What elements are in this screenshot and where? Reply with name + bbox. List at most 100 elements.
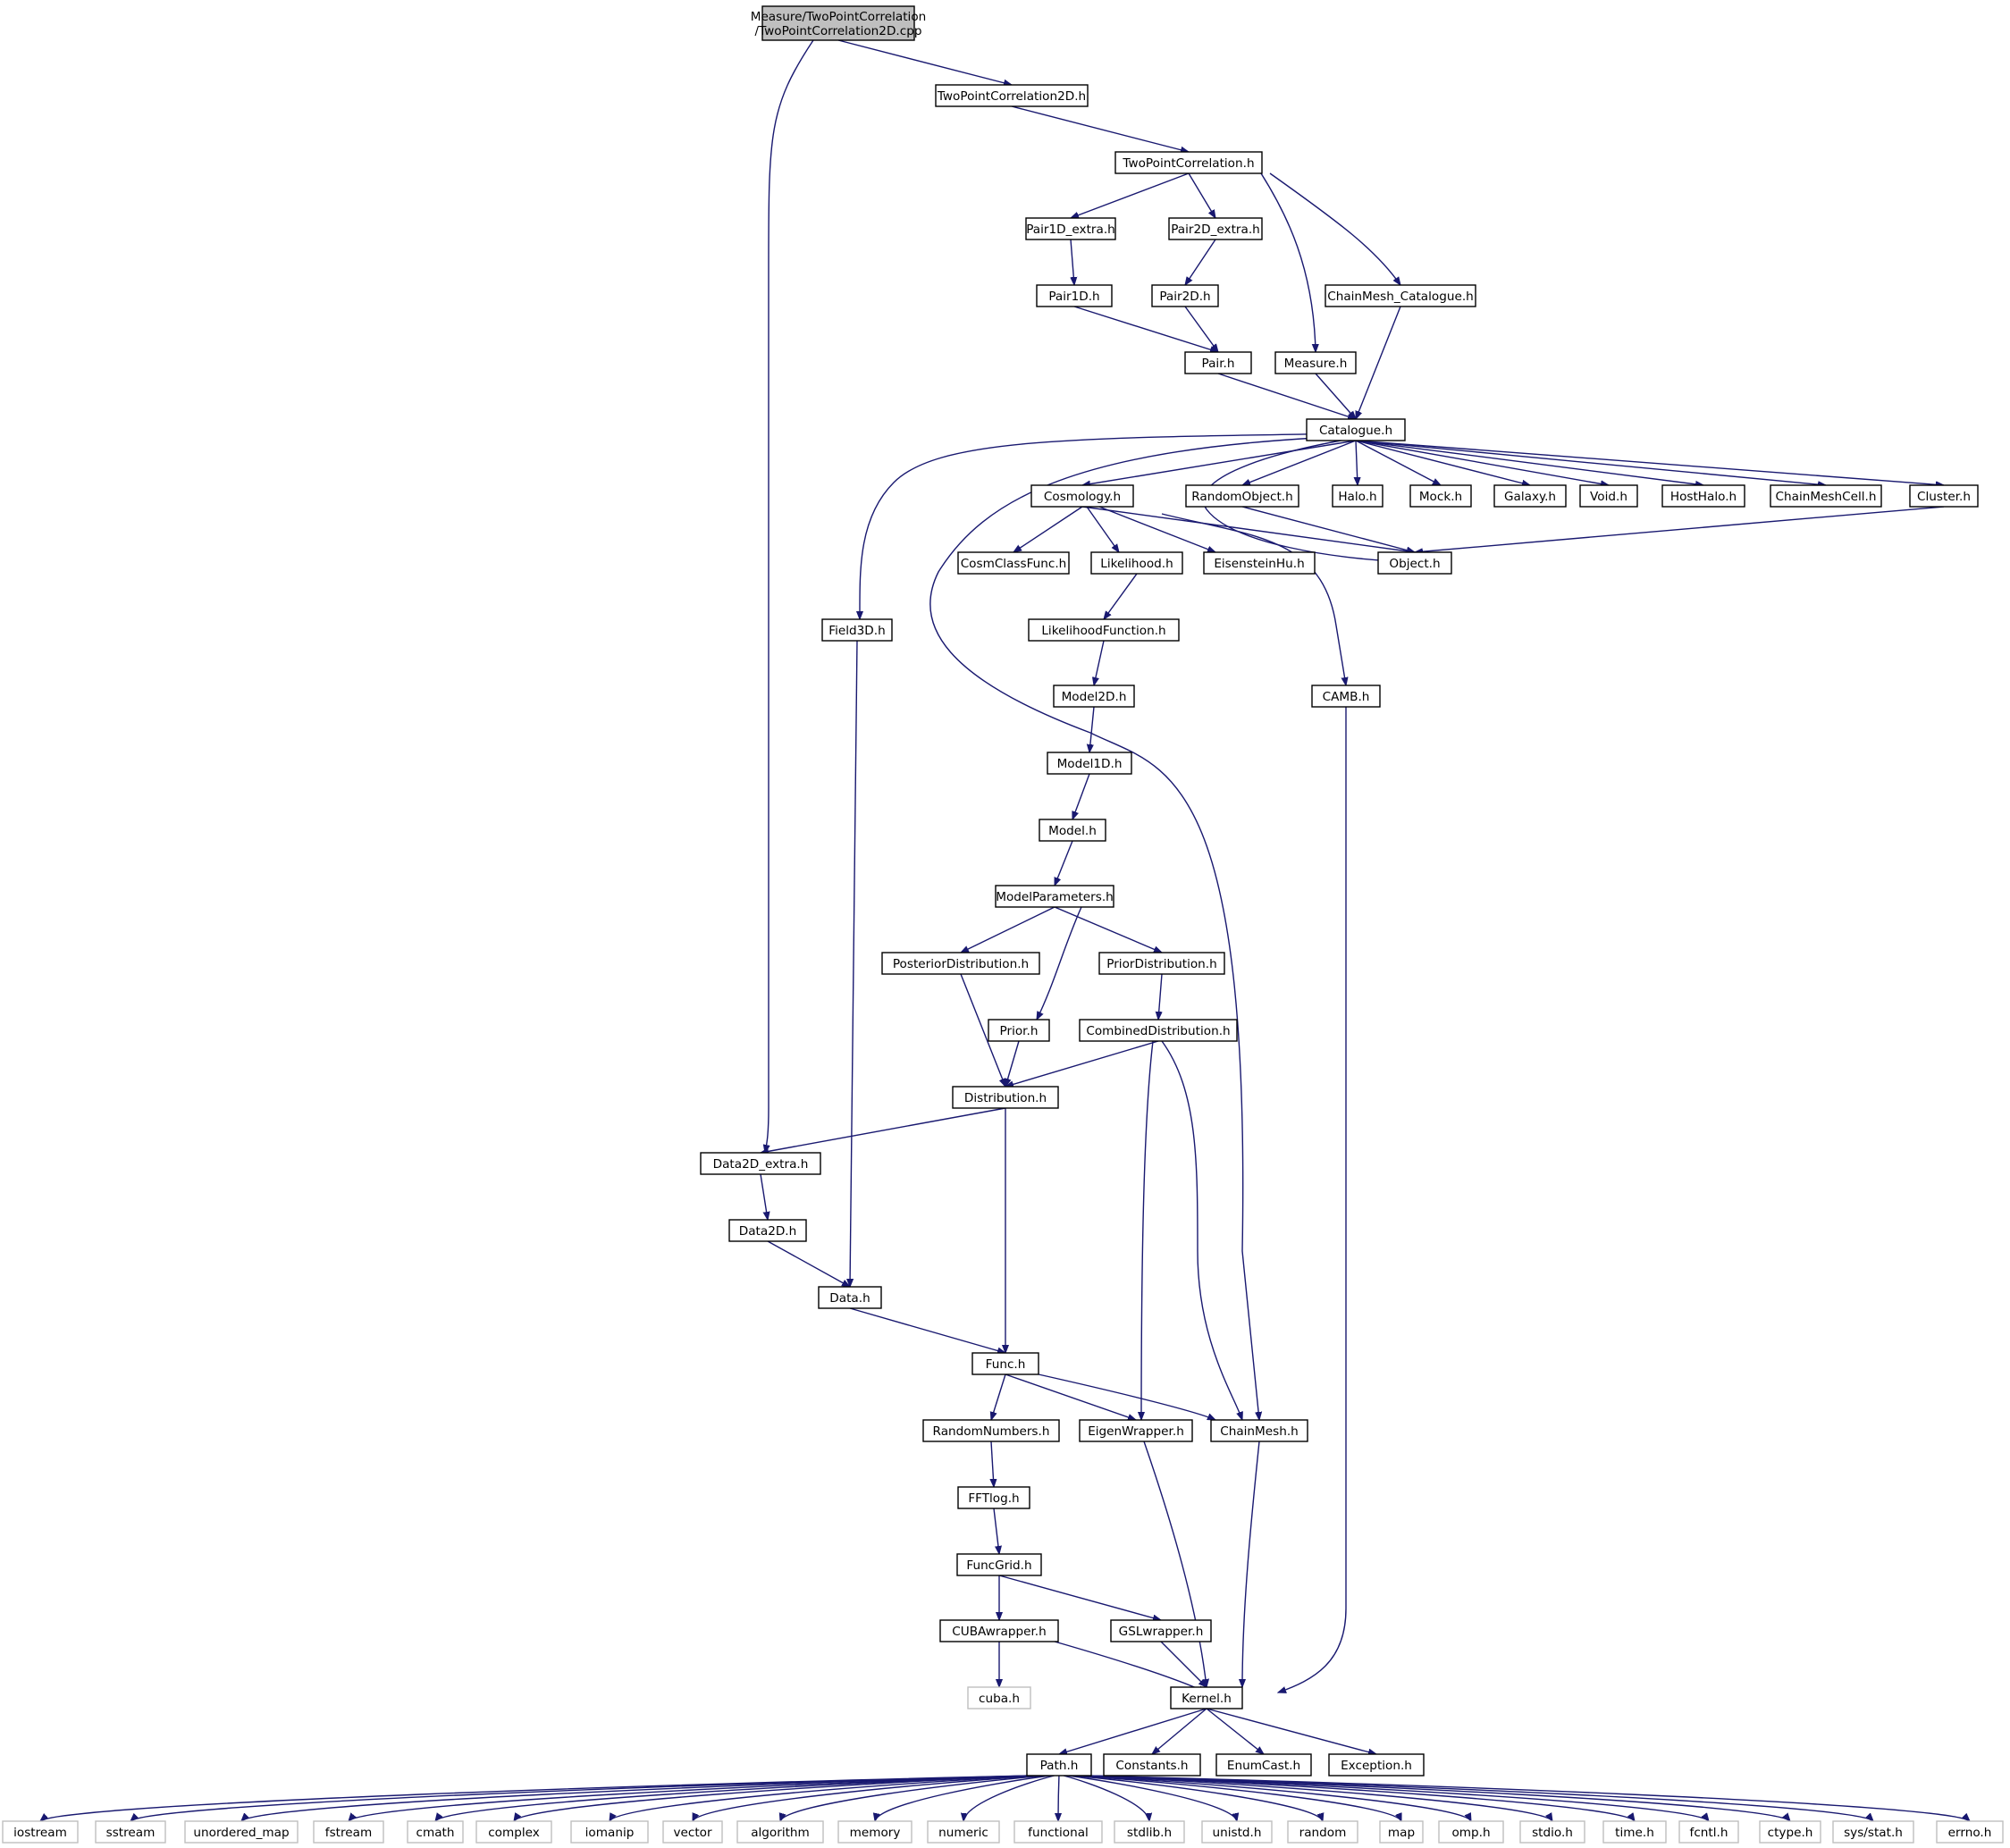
node-data2dx[interactable]: Data2D_extra.h xyxy=(700,1152,821,1175)
node-object[interactable]: Object.h xyxy=(1377,551,1452,575)
node-fcntl[interactable]: fcntl.h xyxy=(1678,1820,1739,1844)
edge-path-to-iomanip xyxy=(610,1775,1037,1821)
node-map[interactable]: map xyxy=(1379,1820,1424,1844)
node-ctype[interactable]: ctype.h xyxy=(1759,1820,1821,1844)
node-box xyxy=(1661,484,1745,508)
node-label: RandomObject.h xyxy=(1191,490,1293,504)
node-field3d[interactable]: Field3D.h xyxy=(821,618,893,642)
node-label: ChainMesh.h xyxy=(1220,1424,1299,1439)
node-stdio[interactable]: stdio.h xyxy=(1519,1820,1585,1844)
node-label: iostream xyxy=(13,1826,67,1840)
node-distribution[interactable]: Distribution.h xyxy=(952,1086,1059,1109)
node-gslwrapper[interactable]: GSLwrapper.h xyxy=(1110,1619,1212,1642)
node-halo[interactable]: Halo.h xyxy=(1332,484,1383,508)
node-eigenwrapper[interactable]: EigenWrapper.h xyxy=(1079,1419,1193,1442)
node-model2d[interactable]: Model2D.h xyxy=(1053,685,1135,708)
node-pair1d[interactable]: Pair1D.h xyxy=(1036,284,1113,307)
node-eisensteinhu[interactable]: EisensteinHu.h xyxy=(1203,551,1316,575)
node-cluster[interactable]: Cluster.h xyxy=(1909,484,1979,508)
node-posterior[interactable]: PosteriorDistribution.h xyxy=(881,952,1040,975)
node-pair1dx[interactable]: Pair1D_extra.h xyxy=(1025,217,1116,240)
node-func[interactable]: Func.h xyxy=(971,1352,1039,1375)
node-label: ctype.h xyxy=(1768,1826,1813,1840)
node-fstream[interactable]: fstream xyxy=(313,1820,384,1844)
node-enumcast[interactable]: EnumCast.h xyxy=(1215,1753,1312,1777)
node-sysstat[interactable]: sys/stat.h xyxy=(1832,1820,1914,1844)
node-data[interactable]: Data.h xyxy=(818,1286,882,1309)
node-cuba[interactable]: cuba.h xyxy=(967,1686,1031,1709)
node-random[interactable]: random xyxy=(1287,1820,1358,1844)
node-chainmeshcell[interactable]: ChainMeshCell.h xyxy=(1770,484,1882,508)
node-pair2d[interactable]: Pair2D.h xyxy=(1151,284,1219,307)
edge-field3d-to-data xyxy=(850,640,858,1287)
edge-cubawrapper-to-kernel xyxy=(1054,1641,1207,1693)
node-cosmclassfunc[interactable]: CosmClassFunc.h xyxy=(957,551,1070,575)
edge-pair1d-to-pair xyxy=(1073,306,1218,352)
node-time[interactable]: time.h xyxy=(1602,1820,1667,1844)
node-box xyxy=(952,1086,1059,1109)
edge-posterior-to-distribution xyxy=(960,973,1006,1087)
node-root[interactable]: Measure/TwoPointCorrelation/TwoPointCorr… xyxy=(751,5,927,41)
node-cubawrapper[interactable]: CUBAwrapper.h xyxy=(939,1619,1059,1642)
edge-cosmology-to-object xyxy=(1081,506,1415,552)
node-label: CUBAwrapper.h xyxy=(952,1625,1046,1639)
node-box xyxy=(1030,484,1134,508)
node-constants[interactable]: Constants.h xyxy=(1103,1753,1201,1777)
node-tpc[interactable]: TwoPointCorrelation.h xyxy=(1114,151,1263,174)
node-vector[interactable]: vector xyxy=(662,1820,723,1844)
node-hosthalo[interactable]: HostHalo.h xyxy=(1661,484,1745,508)
node-sstream[interactable]: sstream xyxy=(95,1820,166,1844)
node-label: Exception.h xyxy=(1341,1759,1412,1773)
node-unistd[interactable]: unistd.h xyxy=(1201,1820,1273,1844)
node-data2d[interactable]: Data2D.h xyxy=(728,1219,807,1242)
node-box xyxy=(935,84,1089,107)
node-randomnumbers[interactable]: RandomNumbers.h xyxy=(922,1419,1060,1442)
node-label: cmath xyxy=(416,1826,455,1840)
node-memory[interactable]: memory xyxy=(837,1820,912,1844)
node-iomanip[interactable]: iomanip xyxy=(570,1820,649,1844)
node-fftlog[interactable]: FFTlog.h xyxy=(957,1486,1030,1509)
node-pair2dx[interactable]: Pair2D_extra.h xyxy=(1168,217,1263,240)
node-mock[interactable]: Mock.h xyxy=(1409,484,1472,508)
node-likelihoodfunc[interactable]: LikelihoodFunction.h xyxy=(1028,618,1180,642)
node-measure[interactable]: Measure.h xyxy=(1274,351,1357,374)
node-funcgrid[interactable]: FuncGrid.h xyxy=(956,1553,1042,1576)
node-chainmesh[interactable]: ChainMesh.h xyxy=(1210,1419,1308,1442)
node-cosmology[interactable]: Cosmology.h xyxy=(1030,484,1134,508)
node-label: errno.h xyxy=(1948,1826,1992,1840)
node-tpc2d[interactable]: TwoPointCorrelation2D.h xyxy=(935,84,1089,107)
node-priordist[interactable]: PriorDistribution.h xyxy=(1098,952,1225,975)
node-exception[interactable]: Exception.h xyxy=(1328,1753,1425,1777)
node-galaxy[interactable]: Galaxy.h xyxy=(1493,484,1567,508)
node-model[interactable]: Model.h xyxy=(1039,819,1106,842)
node-pair[interactable]: Pair.h xyxy=(1184,351,1252,374)
node-label: random xyxy=(1299,1826,1347,1840)
node-combined[interactable]: CombinedDistribution.h xyxy=(1079,1019,1238,1042)
node-errno[interactable]: errno.h xyxy=(1936,1820,2004,1844)
node-void[interactable]: Void.h xyxy=(1579,484,1638,508)
node-omp[interactable]: omp.h xyxy=(1438,1820,1504,1844)
node-chainmeshcat[interactable]: ChainMesh_Catalogue.h xyxy=(1325,284,1476,307)
node-randomobject[interactable]: RandomObject.h xyxy=(1185,484,1299,508)
node-iostream[interactable]: iostream xyxy=(2,1820,79,1844)
node-modelparams[interactable]: ModelParameters.h xyxy=(995,885,1114,908)
node-catalogue[interactable]: Catalogue.h xyxy=(1306,418,1406,441)
node-box xyxy=(957,551,1070,575)
node-numeric[interactable]: numeric xyxy=(927,1820,1000,1844)
node-complex[interactable]: complex xyxy=(475,1820,552,1844)
node-functional[interactable]: functional xyxy=(1013,1820,1103,1844)
node-likelihood[interactable]: Likelihood.h xyxy=(1090,551,1183,575)
node-unordered-map[interactable]: unordered_map xyxy=(184,1820,299,1844)
node-camb[interactable]: CAMB.h xyxy=(1311,685,1381,708)
edge-kernel-to-exception xyxy=(1206,1708,1376,1754)
node-prior[interactable]: Prior.h xyxy=(988,1019,1050,1042)
node-model1d[interactable]: Model1D.h xyxy=(1047,752,1132,775)
edge-catalogue-to-halo xyxy=(1356,440,1358,485)
node-kernel[interactable]: Kernel.h xyxy=(1170,1686,1243,1709)
node-cmath[interactable]: cmath xyxy=(407,1820,464,1844)
node-path[interactable]: Path.h xyxy=(1026,1753,1092,1777)
node-stdlib[interactable]: stdlib.h xyxy=(1114,1820,1185,1844)
node-algorithm[interactable]: algorithm xyxy=(736,1820,824,1844)
node-label: omp.h xyxy=(1451,1826,1490,1840)
node-box xyxy=(1170,1686,1243,1709)
